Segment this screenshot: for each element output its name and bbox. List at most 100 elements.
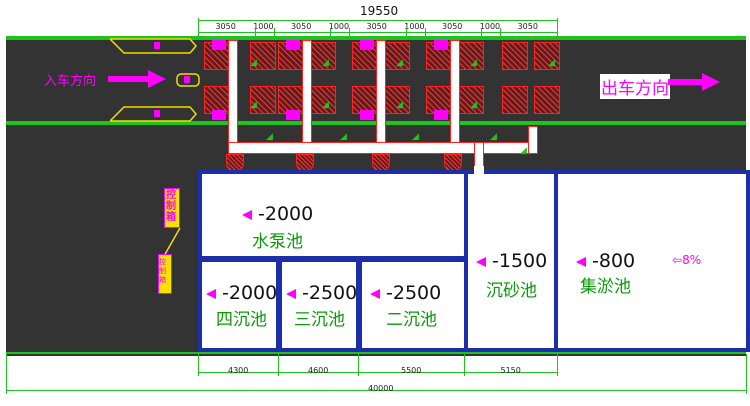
drain-channel — [228, 40, 238, 152]
wash-grate — [534, 86, 560, 114]
dim-tick — [405, 28, 407, 36]
pump-elevation: -2000 — [242, 203, 313, 225]
top-segment-dimension: 1000 — [479, 22, 501, 31]
silt-elevation: -800 — [576, 250, 635, 272]
top-segment-dimension: 1000 — [328, 22, 350, 31]
tank-pump — [198, 170, 468, 260]
dim-tick — [557, 18, 558, 38]
tank-silt — [554, 170, 750, 352]
wash-grate — [250, 42, 276, 70]
slope-arrow-icon: ⇦ — [672, 253, 683, 267]
drain-channel — [376, 40, 386, 152]
top-segment-line — [198, 32, 557, 33]
dim-tick — [254, 28, 256, 36]
dim-tick — [6, 354, 7, 394]
dim-tick — [278, 354, 279, 376]
bottom-total-line — [6, 390, 746, 391]
dim-tick — [464, 354, 465, 376]
top-segment-dimension: 3050 — [215, 22, 236, 31]
third-elevation: -2500 — [286, 282, 357, 304]
control-note-box — [158, 254, 172, 294]
collector-channel — [228, 142, 538, 154]
drain-channel — [302, 40, 312, 152]
dim-tick — [349, 28, 351, 36]
slope-label: ⇦8% — [672, 253, 702, 267]
wheel-guide-bottom — [108, 106, 200, 126]
control-box-label: 控制箱 — [166, 190, 176, 223]
grit-name: 沉砂池 — [486, 281, 537, 301]
dim-tick — [746, 354, 747, 394]
flow-arrow-icon: ◢ — [250, 100, 257, 110]
wheel-mark — [286, 40, 300, 50]
collector-end — [528, 126, 538, 154]
wheel-mark — [286, 110, 300, 120]
dim-tick — [198, 354, 199, 376]
dim-tick — [481, 28, 483, 36]
flow-arrow-icon: ◢ — [548, 58, 555, 68]
second-elevation: -2500 — [370, 282, 441, 304]
wash-grate — [310, 42, 336, 70]
flow-arrow-icon: ◢ — [266, 132, 273, 142]
wheel-mark — [212, 110, 226, 120]
wash-grate — [534, 42, 560, 70]
grit-elevation: -1500 — [476, 250, 547, 272]
top-segment-dimension: 1000 — [253, 22, 274, 31]
collection-sump — [444, 154, 462, 172]
flow-arrow-icon: ◢ — [520, 146, 527, 156]
fourth-elevation: -2000 — [206, 282, 277, 304]
wheel-mark — [434, 110, 448, 120]
exit-arrow-icon — [668, 73, 720, 95]
wash-grate — [502, 42, 528, 70]
entry-arrow-icon — [108, 70, 166, 88]
bottom-segment-dimension: 4600 — [308, 366, 329, 375]
flow-arrow-icon: ◢ — [396, 58, 403, 68]
pump-name: 水泵池 — [252, 232, 303, 252]
flow-arrow-icon: ◢ — [470, 58, 477, 68]
tank-third — [278, 258, 360, 352]
tank-fourth — [198, 258, 280, 352]
top-segment-dimension: 3050 — [517, 22, 538, 31]
flow-arrow-icon: ◢ — [250, 58, 257, 68]
wash-grate — [352, 86, 378, 114]
road-edge-bottom — [6, 352, 746, 354]
wheel-mark — [360, 40, 374, 50]
bottom-total-dimension: 40000 — [368, 384, 394, 393]
third-name: 三沉池 — [294, 310, 345, 330]
flow-arrow-icon: ◢ — [412, 132, 419, 142]
control-leader-line — [158, 226, 184, 264]
bottom-segment-dimension: 5500 — [401, 366, 422, 375]
collection-sump — [372, 154, 390, 172]
dim-tick — [358, 354, 359, 376]
top-segment-dimension: 3050 — [442, 22, 463, 31]
second-name: 二沉池 — [386, 310, 437, 330]
bottom-dimension-line — [198, 372, 557, 373]
top-dimension-line — [198, 20, 557, 21]
road-edge-top — [6, 36, 746, 40]
wheel-guide-middle — [176, 72, 202, 91]
top-total-dimension: 19550 — [360, 4, 399, 18]
fourth-name: 四沉池 — [216, 310, 267, 330]
top-segment-dimension: 3050 — [290, 22, 312, 31]
silt-name: 集淤池 — [580, 277, 631, 297]
wash-grate — [250, 86, 276, 114]
wash-grate — [458, 42, 484, 70]
flow-arrow-icon: ◢ — [322, 100, 329, 110]
dim-tick — [273, 28, 275, 36]
wash-grate — [384, 86, 410, 114]
dim-tick — [557, 354, 558, 376]
wheel-mark — [434, 40, 448, 50]
grit-inlet-gap — [474, 166, 484, 176]
top-segment-dimension: 3050 — [366, 22, 387, 31]
entry-direction-label: 入车方向 — [44, 74, 97, 89]
flow-arrow-icon: ◢ — [470, 100, 477, 110]
control-note-label: 控制箱 — [159, 258, 166, 284]
top-segment-dimension: 1000 — [404, 22, 425, 31]
wheel-mark — [212, 40, 226, 50]
wash-grate — [458, 86, 484, 114]
dim-tick — [500, 28, 502, 36]
dim-tick — [198, 28, 199, 36]
dim-tick — [424, 28, 426, 36]
flow-arrow-icon: ◢ — [340, 132, 347, 142]
exit-direction-label: 出车方向 — [600, 74, 670, 99]
wash-grate — [310, 86, 336, 114]
